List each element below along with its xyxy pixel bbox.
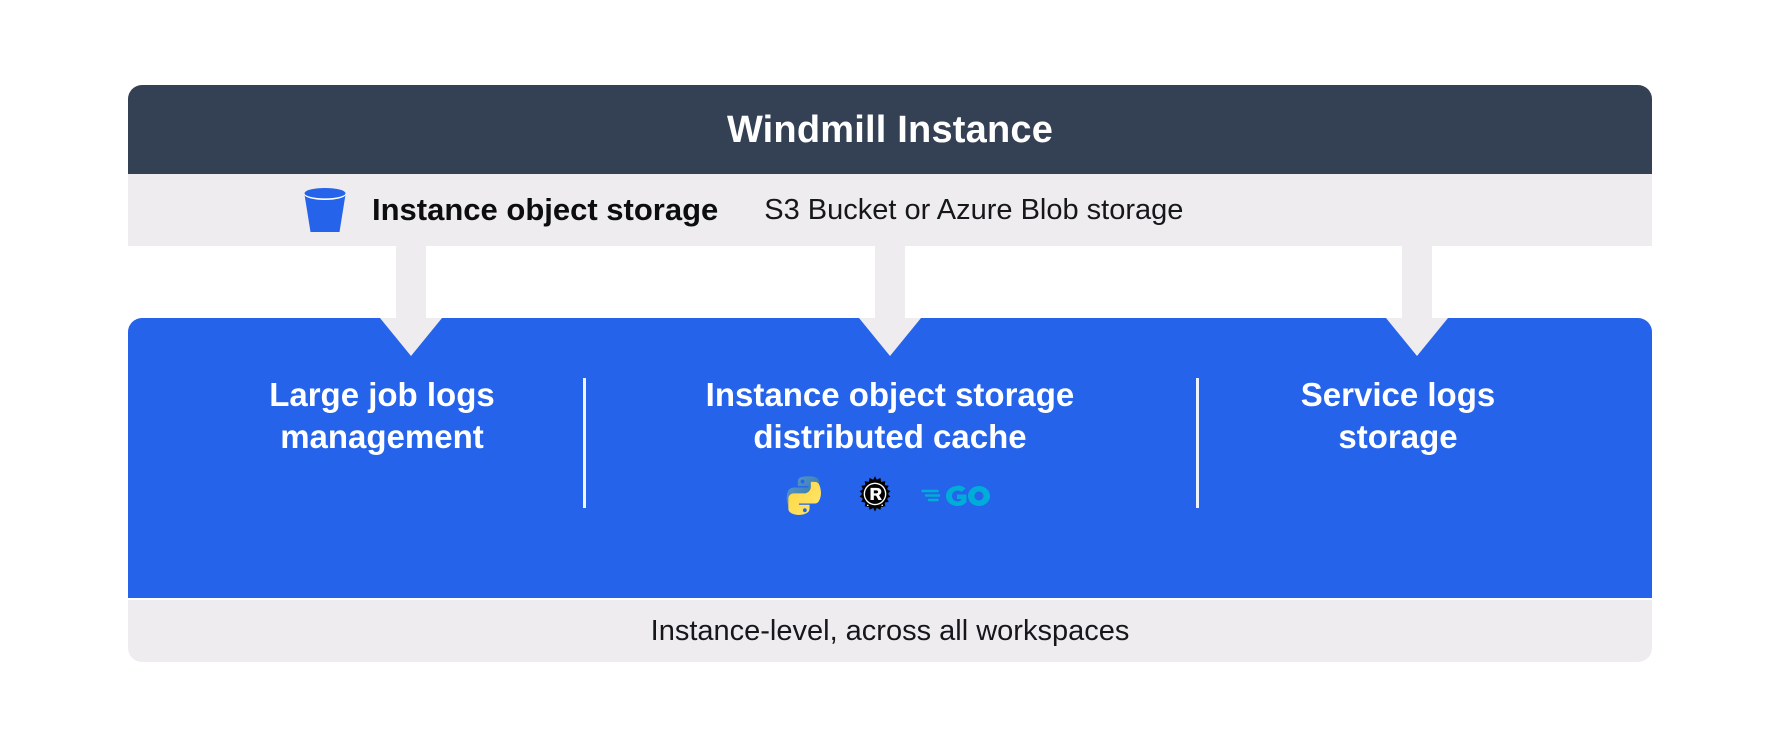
instance-object-storage-description: S3 Bucket or Azure Blob storage [764, 193, 1184, 226]
connector-band [128, 246, 1652, 318]
go-logo [921, 476, 995, 521]
feature-column-large-job-logs[interactable]: Large job logs management [128, 318, 636, 598]
feature-title-large-job-logs: Large job logs management [269, 376, 495, 456]
arrow-head-distributed-cache [859, 318, 921, 356]
rust-logo [853, 474, 897, 523]
connector-arrow-distributed-cache [875, 246, 905, 318]
instance-object-storage-row: Instance object storage S3 Bucket or Azu… [128, 174, 1652, 246]
arrow-head-service-logs [1386, 318, 1448, 356]
instance-object-storage-label: Instance object storage [372, 192, 719, 227]
instance-level-features-panel: Large job logs management Instance objec… [128, 318, 1652, 598]
arrow-head-large-job-logs [380, 318, 442, 356]
diagram-title: Windmill Instance [726, 108, 1054, 151]
feature-title-service-logs: Service logs storage [1300, 376, 1496, 456]
diagram-header: Windmill Instance [128, 85, 1652, 174]
feature-column-service-logs[interactable]: Service logs storage [1144, 318, 1652, 598]
column-divider-left [583, 378, 586, 508]
connector-arrow-large-job-logs [396, 246, 426, 318]
feature-column-distributed-cache[interactable]: Instance object storage distributed cach… [636, 318, 1144, 598]
column-divider-right [1196, 378, 1199, 508]
diagram-footer: Instance-level, across all workspaces [128, 600, 1652, 662]
python-logo [785, 474, 829, 523]
diagram-footer-text: Instance-level, across all workspaces [650, 614, 1130, 647]
connector-arrow-service-logs [1402, 246, 1432, 318]
language-logo-row [785, 474, 995, 523]
feature-title-distributed-cache: Instance object storage distributed cach… [705, 376, 1075, 456]
s3-bucket-icon [296, 181, 354, 239]
